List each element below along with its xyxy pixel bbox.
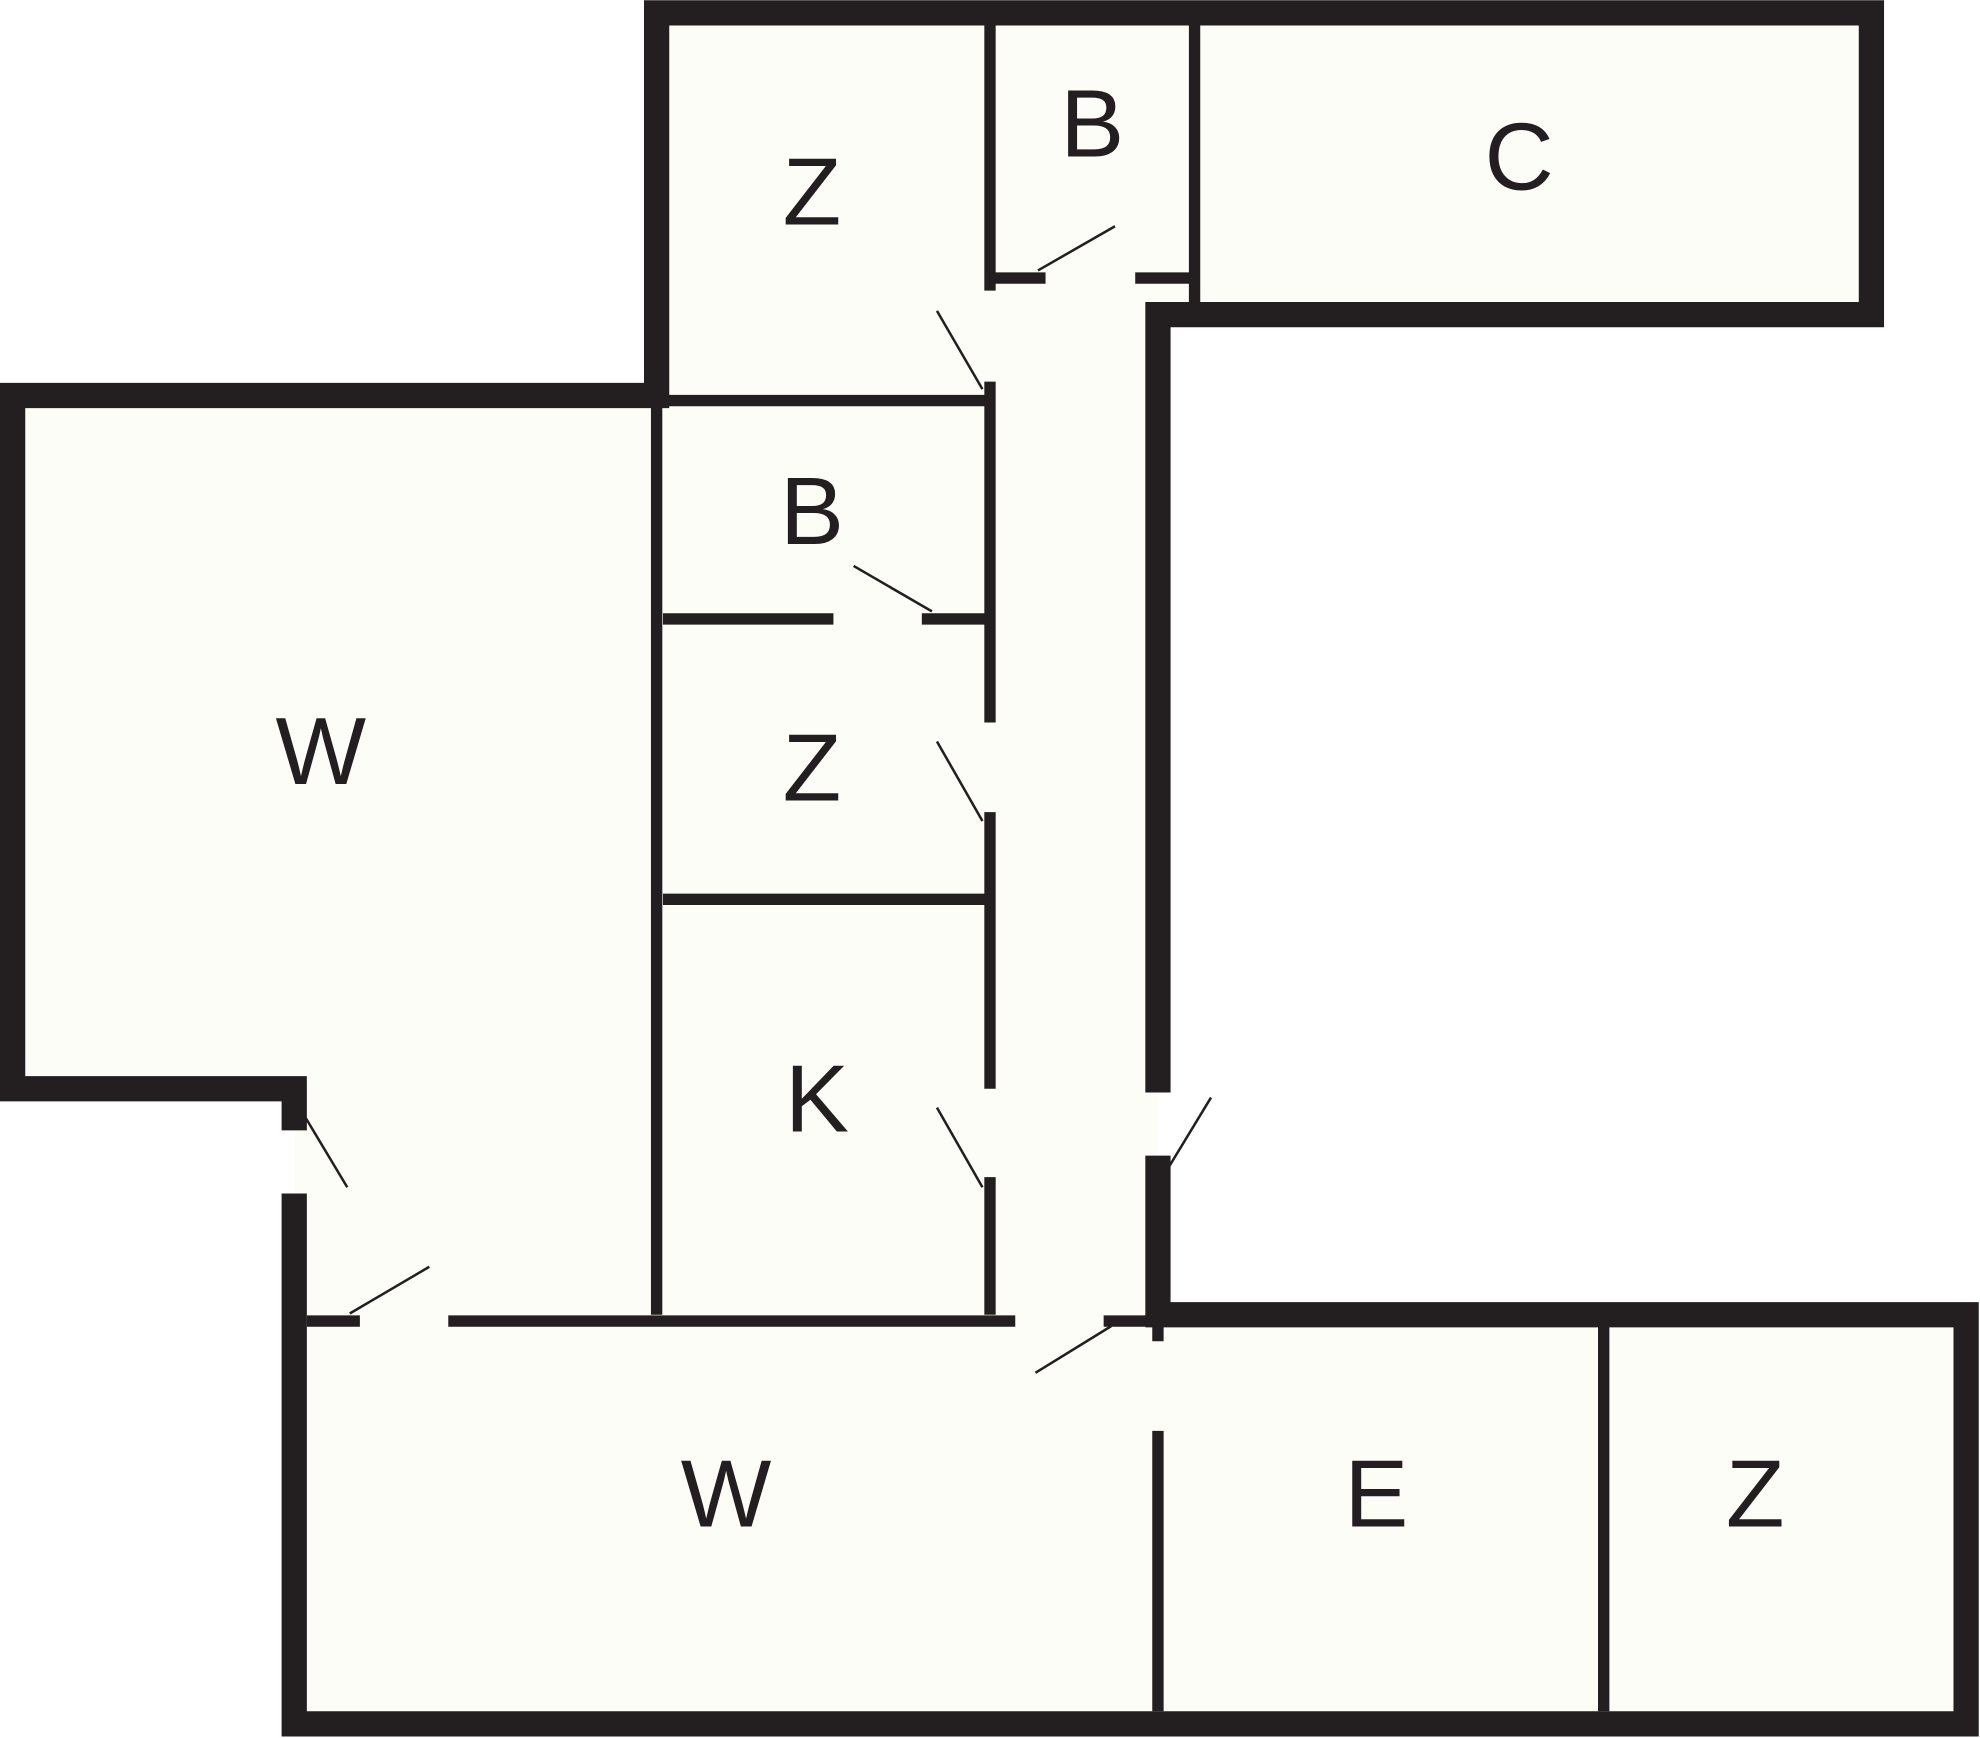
room-label-c: C (1484, 103, 1553, 210)
room-label-w-bottom: W (681, 1441, 772, 1548)
room-label-z-top: Z (783, 139, 842, 246)
door-b-top (1037, 225, 1116, 272)
room-label-k: K (785, 1045, 849, 1152)
door-entry-right (1166, 1096, 1213, 1169)
interior-walls (306, 12, 1610, 1712)
door-w-left (349, 1265, 430, 1315)
door-b-mid (852, 564, 933, 613)
room-label-z-bottom: Z (1726, 1441, 1785, 1548)
door-w-bottom (1034, 1325, 1112, 1374)
room-label-e: E (1344, 1441, 1408, 1548)
room-label-w-left: W (275, 698, 366, 805)
door-swings (304, 225, 1213, 1374)
door-k (935, 1107, 984, 1188)
room-labels: Z B C B W Z K W E Z (275, 70, 1784, 1547)
room-label-z-mid: Z (783, 714, 842, 821)
door-z-top (935, 310, 984, 390)
door-z-mid (935, 740, 984, 822)
door-entry-left (304, 1117, 349, 1188)
room-label-b-mid: B (780, 458, 844, 565)
room-label-b-top: B (1060, 70, 1124, 177)
